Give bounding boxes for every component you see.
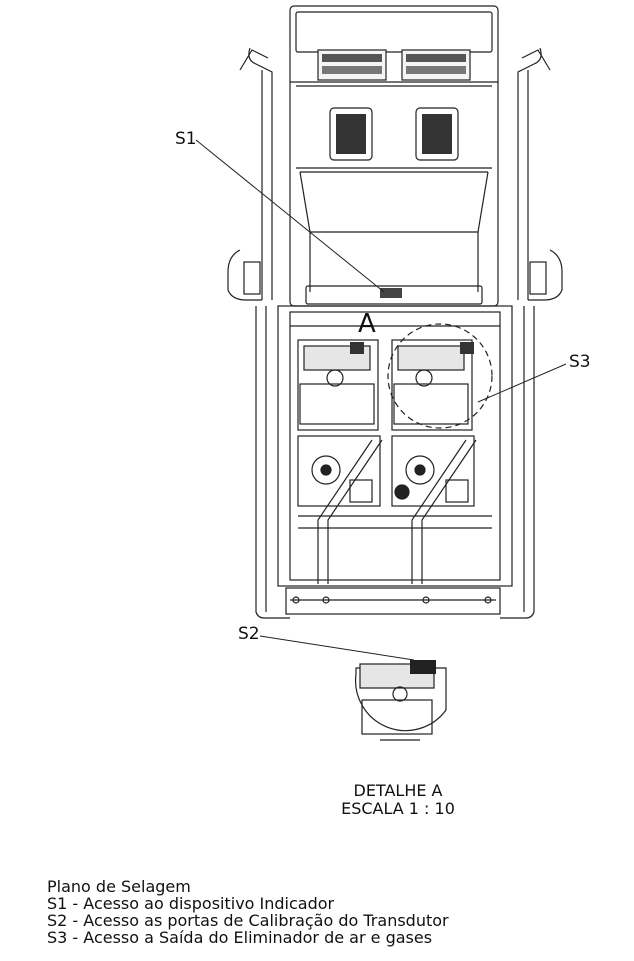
legend: Plano de Selagem S1 - Acesso ao disposit… [47,878,449,946]
leader-s1 [195,139,385,293]
pipes [298,439,492,584]
detail-caption: DETALHE A ESCALA 1 : 10 [300,782,496,818]
keypad-right [415,107,459,161]
detail-marker-a: A [358,309,376,339]
leader-lines [195,139,567,661]
pump-unit-right [391,435,475,507]
display-right [401,49,471,81]
keypad-left [329,107,373,161]
meter-right [391,339,474,431]
legend-item-s3: S3 - Acesso a Saída do Eliminador de ar … [47,928,433,947]
label-s1: S1 [175,129,197,149]
detail-a-circle [387,323,493,429]
left-side-panel [227,47,290,619]
base-step [285,587,501,615]
display-left [317,49,387,81]
detail-title: DETALHE A [353,781,443,800]
hydraulic-compartment [277,305,513,587]
seal-s1-marker [380,288,402,298]
legend-item-s2: S2 - Acesso as portas de Calibração do T… [47,911,449,930]
label-s2: S2 [238,624,260,644]
label-s3: S3 [569,352,591,372]
leader-s3 [477,363,567,403]
legend-heading: Plano de Selagem [47,877,191,896]
right-side-panel [500,47,563,619]
leader-s2 [259,635,415,661]
detail-a-view [354,660,447,741]
legend-item-s1: S1 - Acesso ao dispositivo Indicador [47,894,335,913]
detail-scale: ESCALA 1 : 10 [341,799,455,818]
pump-unit-left [297,435,381,507]
meter-left [297,339,379,431]
